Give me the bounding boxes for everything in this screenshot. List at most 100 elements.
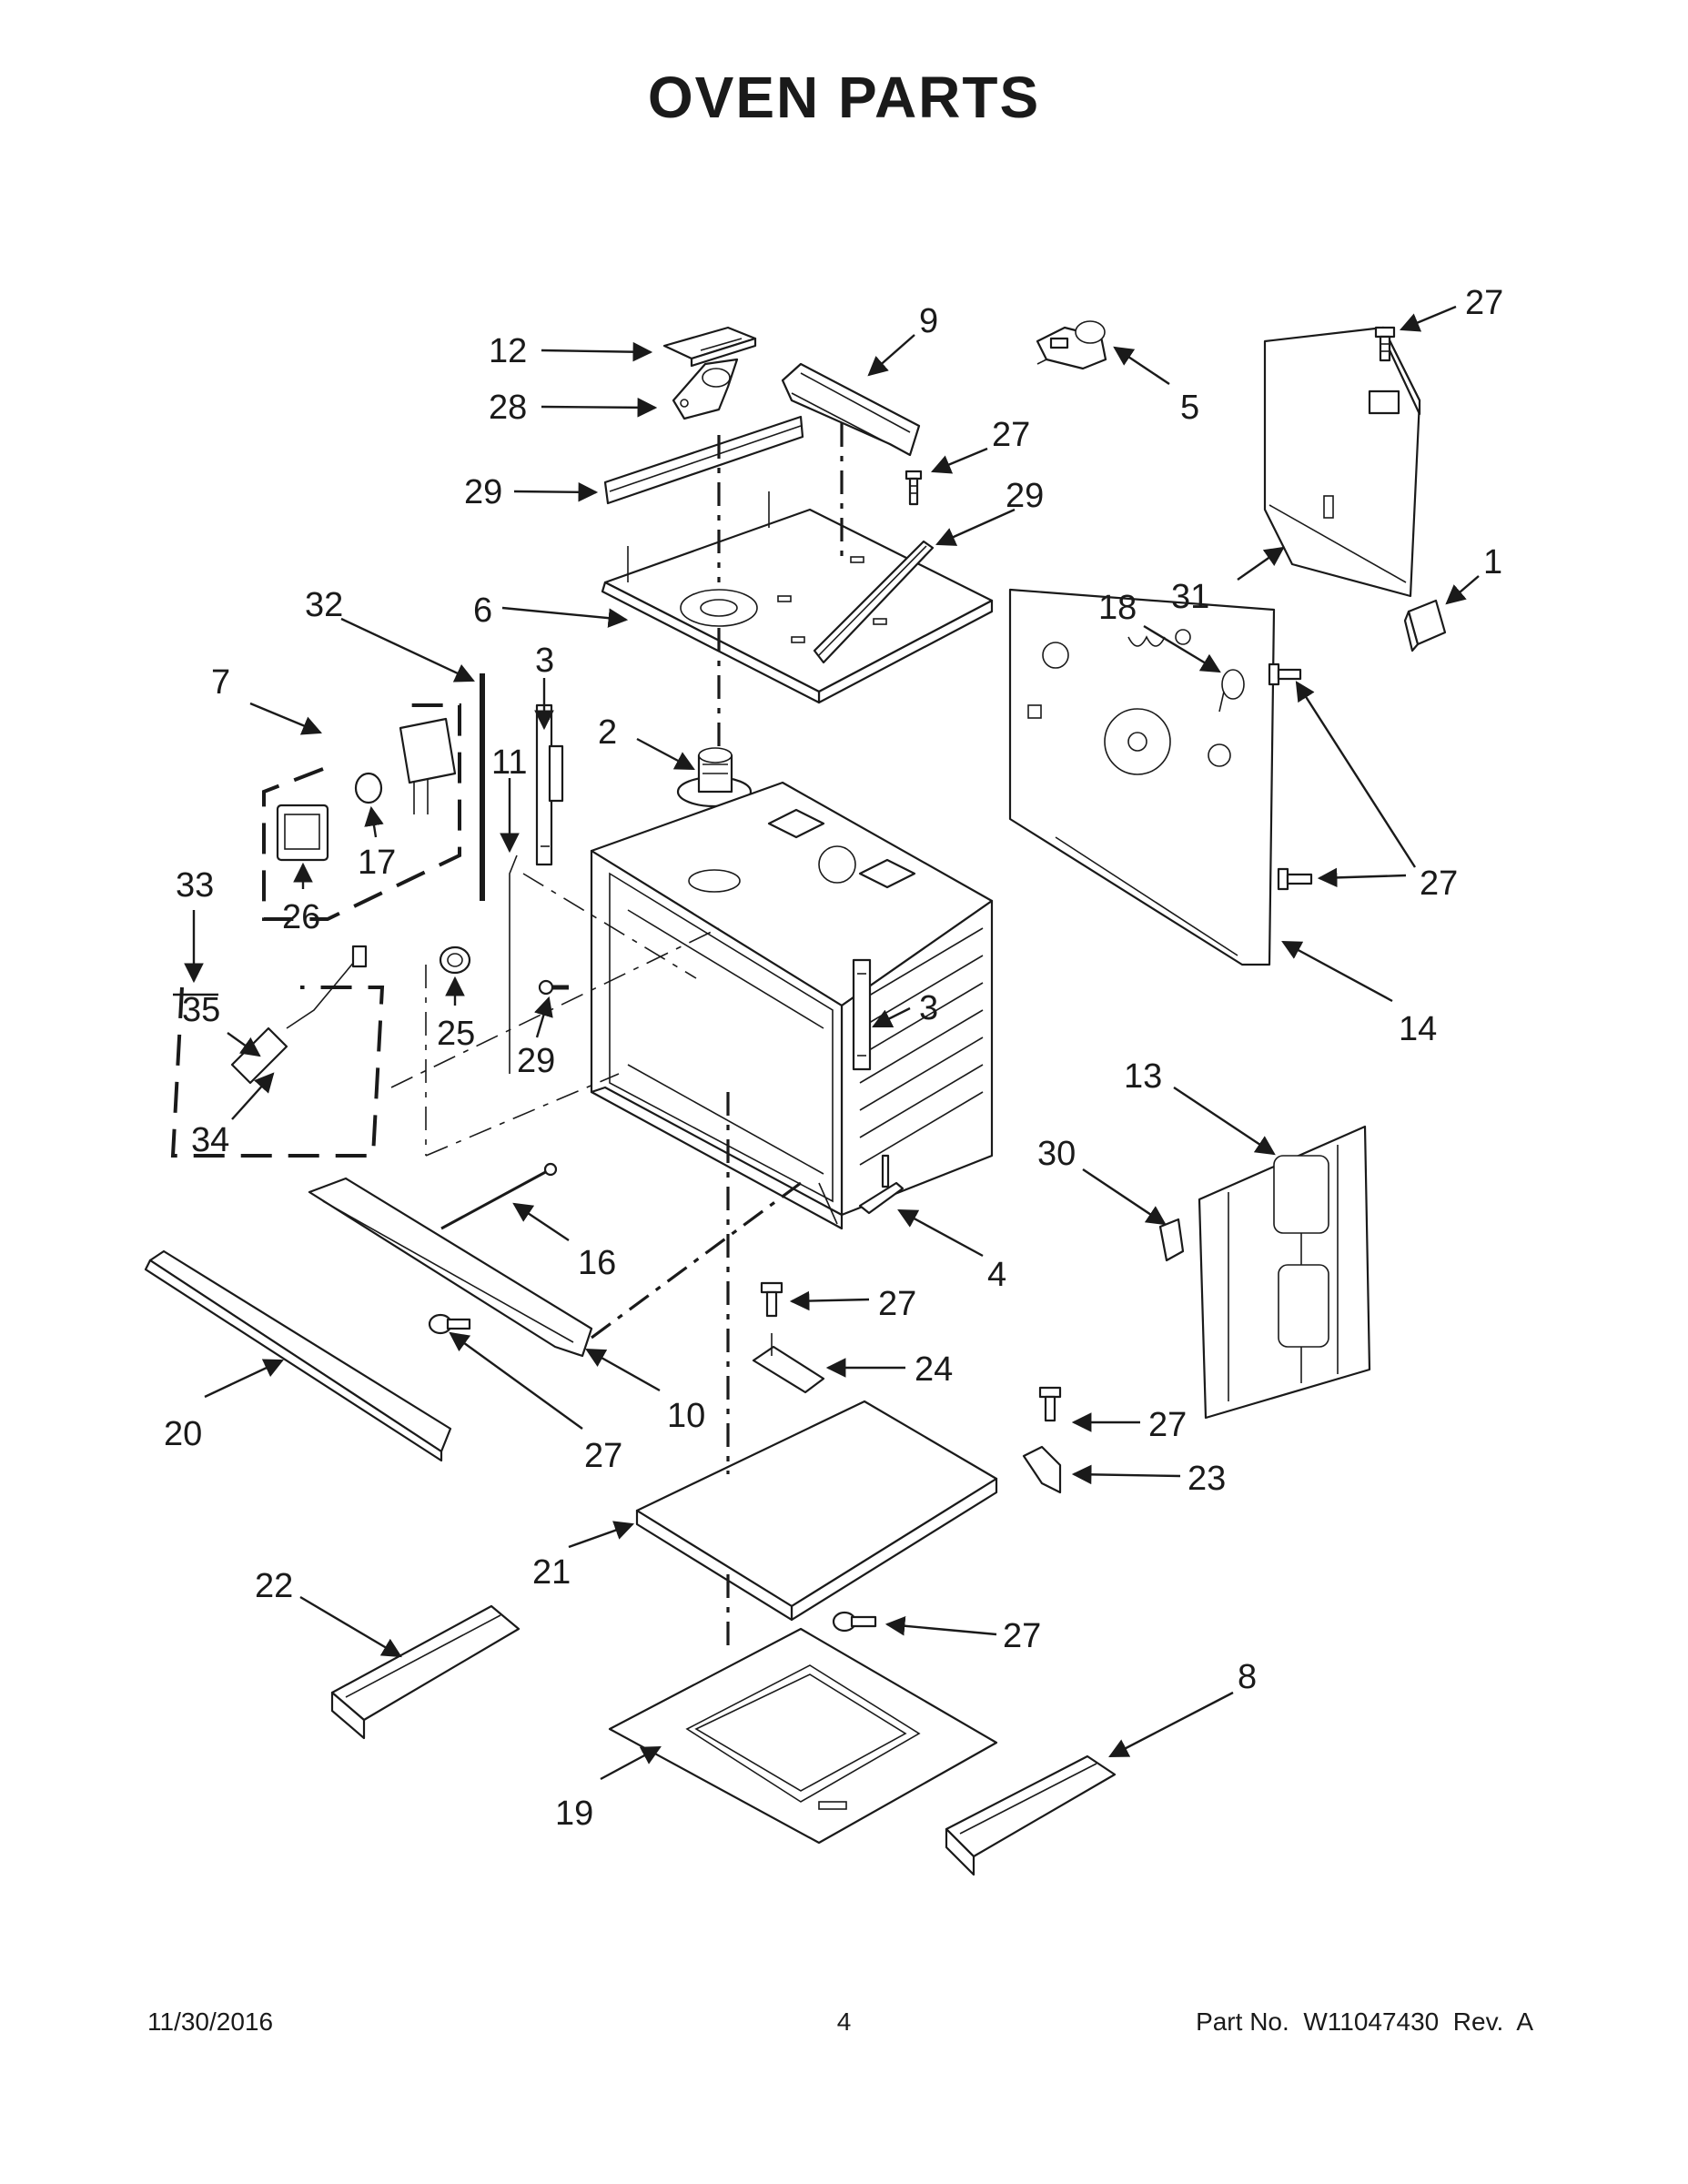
oven-cavity	[590, 781, 994, 1230]
leader-9	[867, 334, 915, 377]
part-18-sensor	[1218, 669, 1245, 713]
part-29-shield-left	[603, 415, 804, 505]
leader-20	[204, 1359, 284, 1399]
leader-27c	[1295, 681, 1417, 868]
leader-27e	[789, 1290, 870, 1311]
leader-31	[1237, 546, 1285, 581]
callout-20: 20	[164, 1415, 202, 1453]
part-13-side-panel	[1198, 1125, 1371, 1420]
callout-3: 3	[919, 989, 938, 1027]
callout-29: 29	[1006, 477, 1044, 515]
callout-27: 27	[1003, 1617, 1041, 1655]
leader-30	[1082, 1168, 1167, 1226]
callout-27: 27	[878, 1285, 916, 1323]
callout-2: 2	[598, 713, 617, 752]
leader-6	[501, 606, 629, 628]
part-31-rear-cover	[1263, 326, 1421, 598]
callout-10: 10	[667, 1397, 705, 1435]
callout-5: 5	[1180, 389, 1199, 427]
guideline-gasket-bottom	[425, 1073, 620, 1157]
callout-25: 25	[437, 1015, 475, 1053]
leader-13	[1173, 1087, 1276, 1156]
group-33-outline	[170, 986, 385, 1158]
leader-32	[340, 617, 475, 682]
part-27-screw-21	[832, 1611, 877, 1633]
leader-27d	[1317, 867, 1407, 888]
callout-27: 27	[1420, 864, 1458, 903]
leader-27a	[931, 447, 988, 474]
part-14-rear-wall	[1008, 588, 1276, 966]
leader-7	[249, 702, 322, 735]
leader-34	[231, 1072, 275, 1120]
callout-28: 28	[489, 389, 527, 427]
footer-date: 11/30/2016	[147, 2007, 274, 2036]
part-29-shield-right	[813, 540, 935, 664]
callout-27: 27	[1465, 284, 1503, 322]
callout-16: 16	[578, 1244, 616, 1282]
callout-32: 32	[305, 586, 343, 624]
part-6-top-panel	[601, 491, 994, 704]
leader-2	[636, 737, 695, 771]
callout-35: 35	[182, 991, 220, 1029]
callout-30: 30	[1037, 1135, 1076, 1173]
callout-4: 4	[987, 1256, 1006, 1294]
leader-21	[568, 1521, 635, 1549]
guideline-element	[390, 927, 720, 1088]
part-34-element	[230, 945, 368, 1085]
callout-24: 24	[915, 1350, 953, 1389]
callout-3: 3	[535, 642, 554, 680]
part-7-light-assembly	[276, 717, 457, 862]
leader-35	[227, 1032, 261, 1057]
part-28-bracket	[672, 358, 739, 420]
part-20-rail	[144, 1249, 452, 1462]
leader-27g	[449, 1331, 583, 1430]
part-24-bracket	[752, 1333, 825, 1394]
leader-16	[512, 1202, 570, 1241]
part-11-gasket	[509, 854, 518, 1074]
part-27-screw-24	[760, 1281, 783, 1318]
part-30-clip	[1158, 1218, 1185, 1262]
part-27-screw-wall-top	[1268, 662, 1302, 686]
callout-31: 31	[1171, 578, 1209, 616]
leader-1	[1445, 575, 1480, 605]
callout-22: 22	[255, 1567, 293, 1605]
part-1-box	[1403, 599, 1447, 652]
callout-14: 14	[1399, 1010, 1437, 1048]
part-27-screw-rear	[1374, 326, 1396, 362]
part-19-oven-bottom	[608, 1627, 998, 1845]
part-12-bracket	[662, 326, 757, 368]
leader-17	[364, 805, 384, 838]
leader-14	[1281, 940, 1393, 1003]
callout-21: 21	[532, 1553, 571, 1592]
part-23-bracket	[1022, 1445, 1062, 1494]
callout-19: 19	[555, 1795, 593, 1833]
callout-34: 34	[191, 1121, 229, 1159]
leader-22	[299, 1595, 402, 1658]
part-3-latch-side	[852, 958, 872, 1071]
leader-29a	[513, 481, 599, 502]
leader-3b	[872, 1006, 911, 1028]
part-27-screw-wall-bottom	[1277, 867, 1313, 891]
part-27-screw-trim	[428, 1313, 471, 1335]
callout-labels: 12 28 29 9 27 29 5 27 31 1 6 18 27 14 32…	[164, 284, 1503, 1833]
leader-28	[541, 398, 658, 418]
callout-27: 27	[1148, 1406, 1187, 1444]
callout-11: 11	[491, 743, 527, 782]
callout-27: 27	[584, 1437, 622, 1475]
leader-12	[541, 341, 653, 362]
footer-part-number: Part No. W11047430 Rev. A	[1196, 2007, 1533, 2036]
part-3-latch-top	[535, 703, 564, 866]
callout-9: 9	[919, 302, 938, 340]
callout-27: 27	[992, 416, 1030, 454]
part-2-fan-motor	[676, 747, 753, 808]
callout-7: 7	[211, 663, 230, 702]
part-10-trim	[308, 1177, 593, 1358]
leader-27h	[884, 1616, 997, 1636]
page-title: OVEN PARTS	[647, 65, 1041, 130]
callout-8: 8	[1238, 1658, 1257, 1696]
guideline-panel	[522, 873, 697, 979]
leader-18	[1143, 624, 1221, 673]
part-16-probe	[440, 1162, 558, 1230]
leader-10	[585, 1348, 661, 1392]
